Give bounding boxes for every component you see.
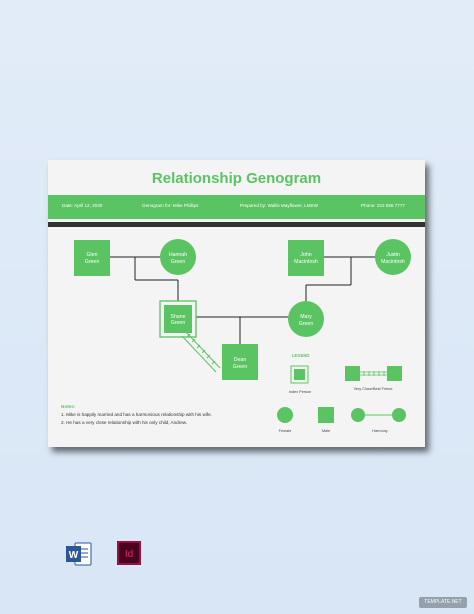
notes-title: Notes: bbox=[61, 404, 76, 409]
indesign-icon-label: Id bbox=[125, 549, 133, 560]
legend-female: Female bbox=[279, 429, 292, 433]
legend-title: LEGEND bbox=[292, 353, 309, 358]
phone-text: Phone: 222 555 7777 bbox=[361, 203, 405, 208]
person-justin-macintosh: Justin Macintosh bbox=[375, 239, 411, 275]
word-icon[interactable]: W bbox=[66, 541, 92, 567]
word-icon-label: W bbox=[69, 550, 79, 561]
prepared-by-text: Prepared by: Wallis Mayflower, LMSW bbox=[240, 203, 318, 208]
hannah-label-2: Green bbox=[171, 259, 186, 265]
person-glen-green: Glen Green bbox=[74, 240, 110, 276]
hannah-label-1: Hannah bbox=[169, 252, 187, 258]
legend-close-friend: Very Close/Best Friend bbox=[354, 387, 393, 391]
relationship-lines bbox=[110, 256, 375, 344]
justin-label-1: Justin bbox=[386, 252, 400, 258]
person-hannah-green: Hannah Green bbox=[160, 239, 196, 275]
note-item-2: 2. He has a very close relationship with… bbox=[61, 420, 188, 425]
watermark-badge: TEMPLATE.NET bbox=[419, 597, 467, 608]
legend-index-person: Index Person bbox=[289, 390, 311, 394]
glen-label-2: Green bbox=[85, 259, 100, 265]
legend: LEGEND Index Person Very Close/Best Frie… bbox=[277, 353, 406, 433]
justin-label-2: Macintosh bbox=[381, 259, 405, 265]
genogram-document: Relationship Genogram Date: April 12, 20… bbox=[48, 160, 425, 447]
shane-label-2: Green bbox=[171, 320, 186, 326]
genogram-diagram: Glen Green Hannah Green Shane Green Dean… bbox=[74, 239, 411, 433]
john-label-2: Macintosh bbox=[294, 259, 318, 265]
info-band: Date: April 12, 2030 Genogram for: Mike … bbox=[48, 195, 425, 219]
legend-male: Male bbox=[322, 429, 330, 433]
mary-label-1: Mary bbox=[300, 314, 312, 320]
close-friend-link bbox=[181, 331, 221, 373]
divider-bar bbox=[48, 222, 425, 227]
person-john-macintosh: John Macintosh bbox=[288, 240, 324, 276]
notes-section: Notes: 1. Mike is happily married and ha… bbox=[61, 404, 261, 428]
dean-label-2: Green bbox=[233, 364, 248, 370]
glen-label-1: Glen bbox=[87, 252, 98, 258]
dean-label-1: Dean bbox=[234, 357, 247, 363]
person-dean-green: Dean Green bbox=[222, 344, 258, 380]
mary-label-2: Green bbox=[299, 321, 314, 327]
indesign-icon[interactable]: Id bbox=[117, 541, 141, 567]
person-shane-green: Shane Green bbox=[159, 300, 197, 338]
genogram-for-text: Genogram for: Mike Phillips bbox=[142, 203, 199, 208]
shane-label-1: Shane bbox=[170, 314, 185, 320]
legend-harmony: Harmony bbox=[372, 429, 388, 433]
date-text: Date: April 12, 2030 bbox=[62, 203, 103, 208]
person-mary-green: Mary Green bbox=[288, 301, 324, 337]
document-title: Relationship Genogram bbox=[151, 170, 322, 187]
note-item-1: 1. Mike is happily married and has a har… bbox=[61, 412, 212, 417]
john-label-1: John bbox=[300, 252, 311, 258]
